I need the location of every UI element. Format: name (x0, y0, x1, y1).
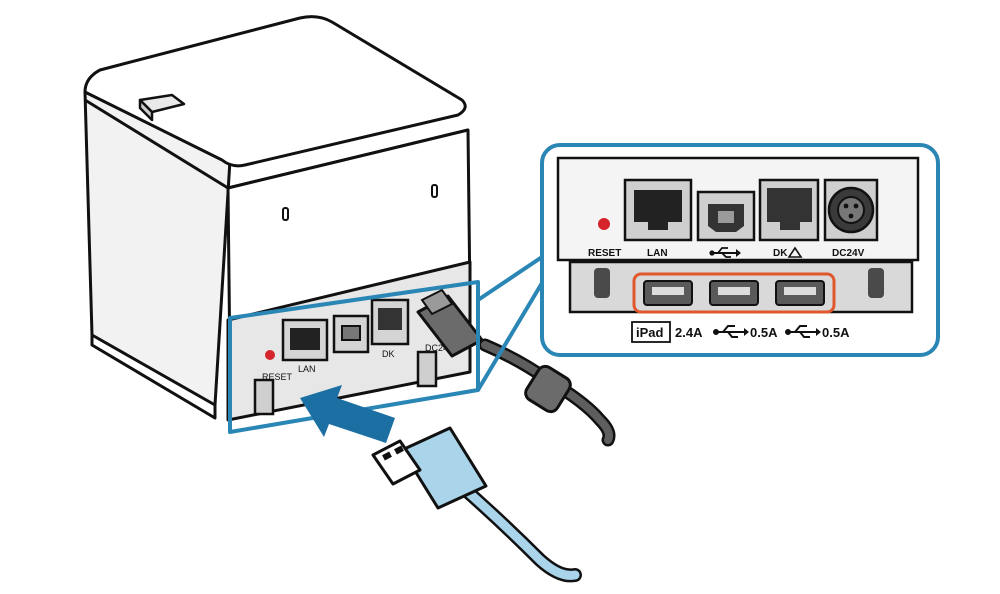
zoom-panel: RESET LAN DK DC24V (540, 143, 940, 357)
reset-button (265, 350, 275, 360)
dc-label: DC24V (425, 343, 454, 353)
reset-label: RESET (262, 372, 293, 382)
usb-a-port (643, 280, 693, 306)
usb-cable (371, 426, 582, 583)
ipad-label: iPad (636, 325, 664, 340)
warning-triangle-icon (787, 246, 803, 258)
insert-arrow-icon (300, 385, 395, 443)
port3-current: 0.5A (822, 325, 850, 340)
printer-lid (83, 15, 467, 168)
reset-button (598, 218, 610, 230)
usb-symbol-icon (713, 325, 749, 338)
printer-rear-ports: RESET LAN DK DC24V (253, 298, 454, 416)
usb-a-plug (371, 439, 422, 486)
usb-ports-highlight (632, 272, 836, 314)
side-slot (431, 184, 438, 198)
callout-connector (476, 255, 544, 392)
dk-label: DK (773, 248, 788, 259)
printer: RESET LAN DK DC24V (83, 15, 616, 447)
usb-symbol-icon (785, 325, 821, 338)
dc-label: DC24V (832, 248, 865, 259)
ipad-badge (631, 321, 671, 343)
dc-power-cable (416, 288, 616, 447)
lan-label: LAN (647, 248, 668, 259)
usb-symbol-icon (709, 247, 741, 258)
reset-label: RESET (588, 248, 621, 259)
dk-label: DK (382, 349, 395, 359)
lan-label: LAN (298, 364, 316, 374)
lid-latch (138, 93, 186, 122)
port1-current: 2.4A (675, 325, 703, 340)
port2-current: 0.5A (750, 325, 778, 340)
usb-a-port (775, 280, 825, 306)
usb-a-port (709, 280, 759, 306)
side-slot (282, 207, 289, 221)
